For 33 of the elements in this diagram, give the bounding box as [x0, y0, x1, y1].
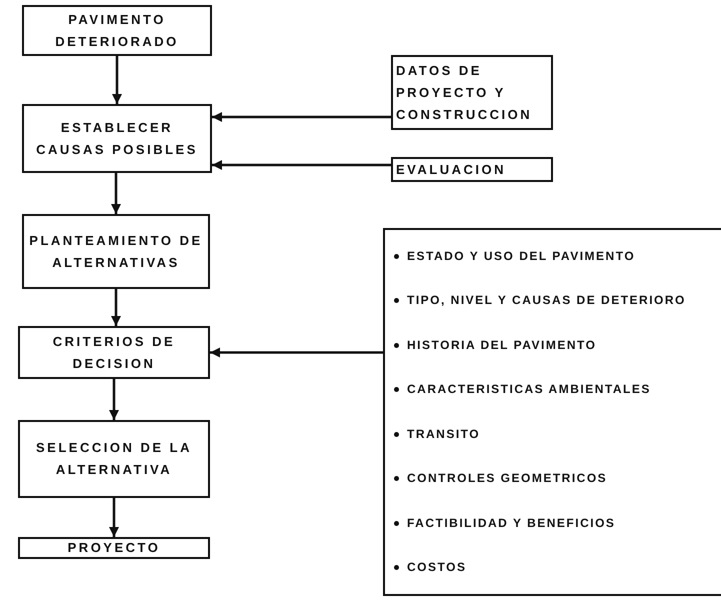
list-item: TRANSITO — [393, 416, 710, 453]
list-item: TIPO, NIVEL Y CAUSAS DE DETERIORO — [393, 282, 710, 320]
arrow — [112, 56, 122, 104]
box-label: ESTABLECER CAUSAS POSIBLES — [35, 118, 199, 158]
list-item: CARACTERISTICAS AMBIENTALES — [393, 371, 710, 408]
box-label: PAVIMENTO DETERIORADO — [54, 10, 180, 50]
list-item: ESTADO Y USO DEL PAVIMENTO — [393, 238, 710, 275]
process-box — [18, 326, 210, 379]
input-box — [391, 55, 553, 130]
box-label: EVALUACION — [395, 160, 507, 178]
list-item: CONTROLES GEOMETRICOS — [393, 460, 710, 498]
box-label: PLANTEAMIENTO DE ALTERNATIVAS — [28, 232, 204, 272]
process-box — [18, 420, 210, 498]
list-item: HISTORIA DEL PAVIMENTO — [393, 326, 710, 364]
arrow — [109, 498, 119, 537]
process-box — [22, 104, 212, 173]
box-label: PROYECTO — [66, 539, 162, 557]
box-label: CRITERIOS DE DECISION — [52, 332, 176, 372]
box-label: SELECCION DE LA ALTERNATIVA — [35, 439, 193, 479]
arrow — [109, 379, 119, 420]
arrow — [210, 348, 383, 358]
arrow — [212, 112, 391, 122]
box-label: DATOS DE PROYECTO Y CONSTRUCCION — [395, 62, 534, 124]
list-item: COSTOS — [393, 549, 710, 586]
arrow — [111, 289, 121, 326]
process-box — [22, 5, 212, 56]
process-box — [22, 214, 210, 289]
list-item: FACTIBILIDAD Y BENEFICIOS — [393, 504, 710, 542]
criteria-list-box — [383, 228, 721, 596]
input-box — [391, 157, 553, 182]
arrow — [212, 160, 391, 170]
arrow — [111, 173, 121, 214]
process-box — [18, 537, 210, 559]
